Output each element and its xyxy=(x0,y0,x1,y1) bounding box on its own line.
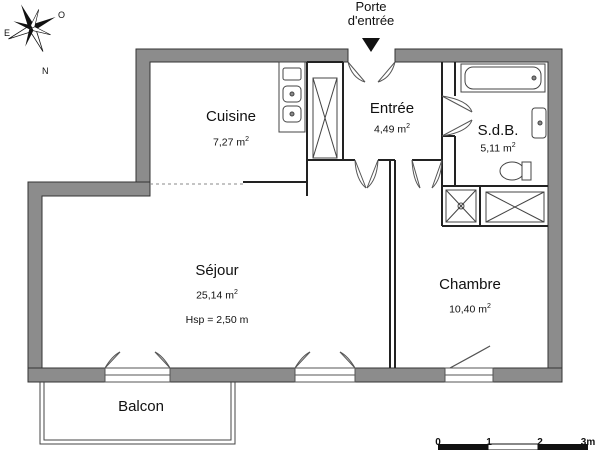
wall-bottom-2 xyxy=(169,367,296,383)
compass-rose xyxy=(8,4,56,52)
room-chambre: Chambre 10,40 m2 xyxy=(439,276,501,316)
room-name: Balcon xyxy=(118,398,164,415)
entrance-arrow xyxy=(362,38,380,52)
scale-bar xyxy=(438,443,588,450)
wall-top-right xyxy=(394,48,563,383)
room-area: 7,27 m2 xyxy=(212,136,249,149)
room-area: 10,40 m2 xyxy=(449,303,491,316)
compass-north-label: N xyxy=(42,66,49,76)
entrance-label: Porte d'entrée xyxy=(347,0,395,28)
wall-bottom-4 xyxy=(492,367,563,383)
room-name: Cuisine xyxy=(205,108,257,125)
room-cuisine: Cuisine 7,27 m2 xyxy=(206,108,256,149)
room-area: 4,49 m2 xyxy=(373,123,411,136)
chambre-door xyxy=(411,159,443,189)
doors xyxy=(347,61,473,189)
sejour-door xyxy=(354,159,379,189)
room-name: Chambre xyxy=(439,276,501,293)
kitchen-counter xyxy=(278,61,306,133)
room-sejour: Séjour 25,14 m2 Hsp = 2,50 m xyxy=(186,262,249,326)
room-area: 5,11 m2 xyxy=(480,142,516,155)
bathroom-cupboard xyxy=(445,189,545,223)
room-entree: Entrée 4,49 m2 xyxy=(370,100,414,136)
room-height: Hsp = 2,50 m xyxy=(185,313,249,326)
kitchen-cupboard xyxy=(312,77,338,159)
wall-bottom-3 xyxy=(354,367,446,383)
toilet xyxy=(499,161,532,181)
scale-tick-1: 1 xyxy=(486,437,492,448)
compass-west-label: O xyxy=(58,10,66,20)
wall-bottom-1 xyxy=(27,367,106,383)
interior-walls xyxy=(243,61,548,368)
compass-east-label: E xyxy=(4,28,11,38)
room-name: Séjour xyxy=(195,262,239,279)
balcony xyxy=(39,382,236,445)
room-name: Entrée xyxy=(369,100,415,117)
scale-tick-2: 2 xyxy=(537,437,543,448)
wall-left-jog xyxy=(27,181,151,371)
room-balcon: Balcon xyxy=(118,398,164,415)
room-area: 25,14 m2 xyxy=(196,289,238,302)
scale-tick-3: 3m xyxy=(580,437,596,448)
bathroom-sink xyxy=(531,107,547,139)
entrance-door xyxy=(347,61,396,83)
bathtub xyxy=(460,63,546,93)
bathroom-door xyxy=(441,95,473,137)
room-sdb: S.d.B. 5,11 m2 xyxy=(478,122,519,155)
room-name: S.d.B. xyxy=(477,122,519,139)
scale-tick-0: 0 xyxy=(435,437,441,448)
windows xyxy=(104,345,494,383)
